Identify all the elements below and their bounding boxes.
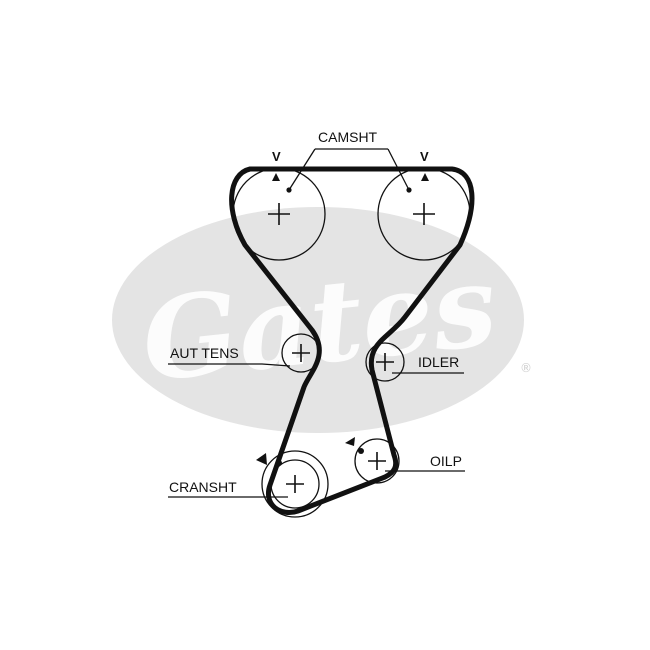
tensioner-callout: AUT TENS xyxy=(168,345,291,367)
crankshaft-mark-arrow xyxy=(256,453,267,465)
oil-pump-label: OILP xyxy=(430,453,462,469)
timing-mark-left: V xyxy=(272,149,281,164)
oil-pump-mark-arrow xyxy=(345,437,355,446)
camshaft-label: CAMSHT xyxy=(318,129,378,145)
oil-pump-pulley xyxy=(345,437,400,484)
registered-mark: ® xyxy=(520,361,532,375)
crankshaft-label: CRANSHT xyxy=(169,479,237,495)
oil-pump-mark-dot xyxy=(358,448,364,454)
tensioner-label: AUT TENS xyxy=(170,345,239,361)
crankshaft-pulley xyxy=(256,450,329,518)
oil-pump-callout: OILP xyxy=(385,453,465,472)
cam-left-mark-arrow xyxy=(272,173,280,181)
logo-ellipse xyxy=(112,207,524,433)
camshaft-callout: CAMSHT xyxy=(288,129,410,191)
crankshaft-callout: CRANSHT xyxy=(168,479,288,498)
idler-label: IDLER xyxy=(418,354,459,370)
timing-mark-right: V xyxy=(420,149,429,164)
cam-right-mark-arrow xyxy=(421,173,429,181)
gates-logo: Gates ® xyxy=(112,207,532,433)
idler-pulley xyxy=(365,342,405,382)
timing-belt xyxy=(229,166,475,515)
idler-callout: IDLER xyxy=(392,354,464,374)
